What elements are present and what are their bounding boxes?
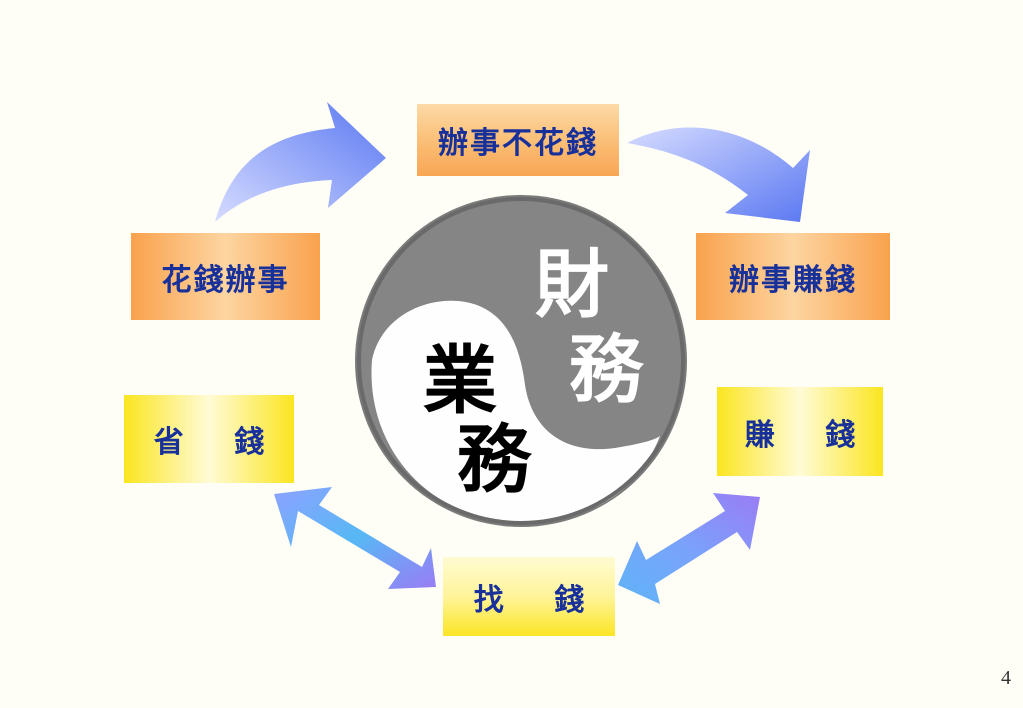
yin-yang-symbol bbox=[355, 195, 687, 527]
box-save-money: 省 錢 bbox=[124, 395, 294, 483]
box-spend-to-work: 花錢辦事 bbox=[131, 233, 320, 320]
business-char-2: 務 bbox=[457, 417, 533, 503]
arrow-left-to-top bbox=[215, 102, 386, 222]
finance-char-2: 務 bbox=[569, 327, 645, 413]
yin-yang-light-half bbox=[371, 300, 660, 522]
double-arrow-find-earn bbox=[618, 493, 760, 604]
business-char-1: 業 bbox=[423, 338, 497, 424]
box-work-without-spending: 辦事不花錢 bbox=[417, 104, 619, 176]
double-arrow-save-find bbox=[274, 487, 436, 589]
box-earn-money: 賺 錢 bbox=[717, 387, 883, 476]
page-number: 4 bbox=[1001, 667, 1011, 689]
arrow-top-to-right bbox=[627, 127, 810, 222]
box-work-and-earn: 辦事賺錢 bbox=[696, 233, 890, 320]
finance-char-1: 財 bbox=[535, 242, 609, 328]
box-find-money: 找 錢 bbox=[443, 557, 615, 636]
